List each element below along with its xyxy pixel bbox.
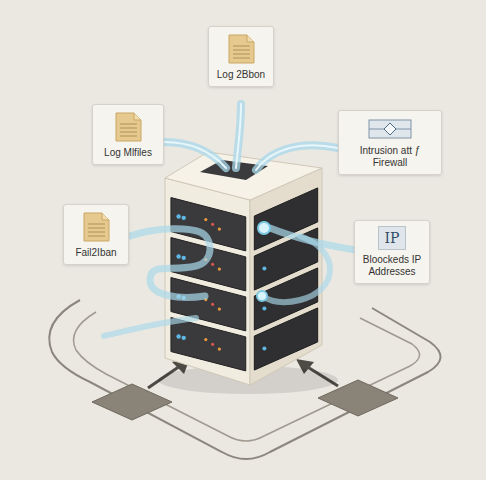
led <box>262 307 266 311</box>
server-units <box>171 188 318 371</box>
tube <box>256 145 338 170</box>
card-label: Intrusion att ƒ Firewall <box>345 145 435 169</box>
tower-left-face <box>165 178 250 385</box>
tube <box>130 229 210 298</box>
led <box>176 254 180 258</box>
led <box>218 307 221 310</box>
led <box>176 334 180 338</box>
led <box>262 347 266 351</box>
card-label: Fail2Iban <box>75 247 116 259</box>
led <box>182 216 186 220</box>
led <box>211 263 214 266</box>
tube-highlight <box>236 104 241 168</box>
glow-dot <box>257 291 267 301</box>
tube-highlight <box>256 145 338 170</box>
tube <box>236 104 241 168</box>
firewall-icon <box>367 116 413 142</box>
tube <box>104 318 196 336</box>
floor-tile <box>92 384 172 420</box>
card-label: Log 2Bbon <box>217 69 265 81</box>
led <box>218 227 221 230</box>
server-unit <box>254 308 317 370</box>
server-unit <box>171 318 246 371</box>
tube <box>262 236 330 302</box>
tube <box>164 142 226 168</box>
led <box>211 223 214 226</box>
tube-highlight <box>164 142 226 168</box>
led <box>218 347 221 350</box>
tower-right-face <box>250 168 322 385</box>
led <box>211 303 214 306</box>
label-card: Intrusion att ƒ Firewall <box>338 110 442 175</box>
icon-text: IP <box>378 226 407 250</box>
led <box>262 267 266 271</box>
card-label: Log Mlfiles <box>104 147 152 159</box>
card-label: Bloockeds IP Addresses <box>361 254 423 278</box>
label-card: Fail2Iban <box>63 204 129 265</box>
led <box>218 267 221 270</box>
led <box>204 338 207 341</box>
document-icon <box>224 32 258 66</box>
tower-top <box>165 152 322 200</box>
label-card: Log Mlfiles <box>92 104 164 165</box>
document-icon <box>79 210 113 244</box>
led <box>176 214 180 218</box>
glow-dot <box>258 222 270 234</box>
led <box>204 218 207 221</box>
led <box>211 343 214 346</box>
label-card: IP Bloockeds IP Addresses <box>354 220 430 284</box>
label-card: Log 2Bbon <box>208 26 274 87</box>
led <box>182 256 186 260</box>
led <box>182 336 186 340</box>
document-icon <box>111 110 145 144</box>
